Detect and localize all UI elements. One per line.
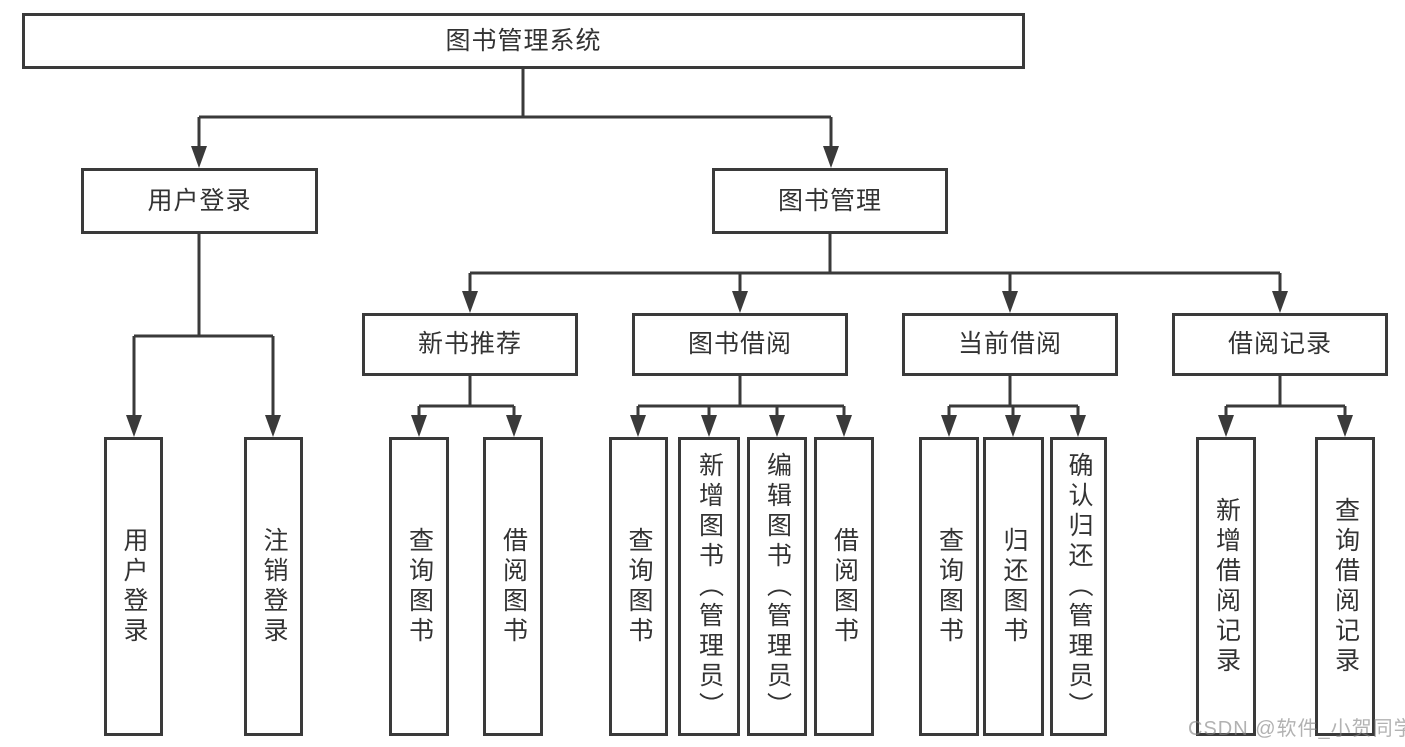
leaf-add-borrow-record-label: 新增借阅记录	[1212, 496, 1241, 677]
leaf-query-book-borrowing: 查询图书	[609, 437, 668, 736]
node-root: 图书管理系统	[22, 13, 1025, 69]
leaf-confirm-return-admin-label: 确认归还（管理员）	[1065, 451, 1093, 722]
leaf-borrow-book-recommend: 借阅图书	[483, 437, 543, 736]
watermark-text: CSDN @软件_小贺同学	[1188, 718, 1405, 740]
leaf-add-borrow-record: 新增借阅记录	[1196, 437, 1256, 736]
leaf-query-book-current-label: 查询图书	[935, 526, 964, 647]
node-book-borrowing: 图书借阅	[632, 313, 848, 376]
node-current-borrowing: 当前借阅	[902, 313, 1118, 376]
leaf-add-book-admin-label: 新增图书（管理员）	[695, 451, 724, 722]
node-borrowing-records: 借阅记录	[1172, 313, 1388, 376]
leaf-query-book-current: 查询图书	[919, 437, 979, 736]
leaf-edit-book-admin-label: 编辑图书（管理员）	[763, 451, 792, 722]
leaf-user-login-label: 用户登录	[120, 526, 148, 647]
leaf-logout-label: 注销登录	[260, 526, 288, 647]
node-book-management: 图书管理	[712, 168, 948, 234]
leaf-return-book-label: 归还图书	[1000, 526, 1028, 647]
leaf-borrow-book-borrowing-label: 借阅图书	[830, 526, 859, 647]
node-user-login: 用户登录	[81, 168, 318, 234]
leaf-query-borrow-record: 查询借阅记录	[1315, 437, 1375, 736]
leaf-query-borrow-record-label: 查询借阅记录	[1331, 496, 1360, 677]
arrowheads	[126, 146, 1353, 437]
node-new-book-recommend: 新书推荐	[362, 313, 578, 376]
leaf-borrow-book-borrowing: 借阅图书	[814, 437, 874, 736]
leaf-logout: 注销登录	[244, 437, 303, 736]
leaf-edit-book-admin: 编辑图书（管理员）	[747, 437, 807, 736]
leaf-query-book-recommend: 查询图书	[389, 437, 449, 736]
leaf-return-book: 归还图书	[983, 437, 1044, 736]
leaf-user-login: 用户登录	[104, 437, 163, 736]
leaf-add-book-admin: 新增图书（管理员）	[678, 437, 740, 736]
leaf-confirm-return-admin: 确认归还（管理员）	[1050, 437, 1107, 736]
leaf-query-book-borrowing-label: 查询图书	[625, 526, 653, 647]
leaf-borrow-book-recommend-label: 借阅图书	[499, 526, 528, 647]
leaf-query-book-recommend-label: 查询图书	[405, 526, 434, 647]
